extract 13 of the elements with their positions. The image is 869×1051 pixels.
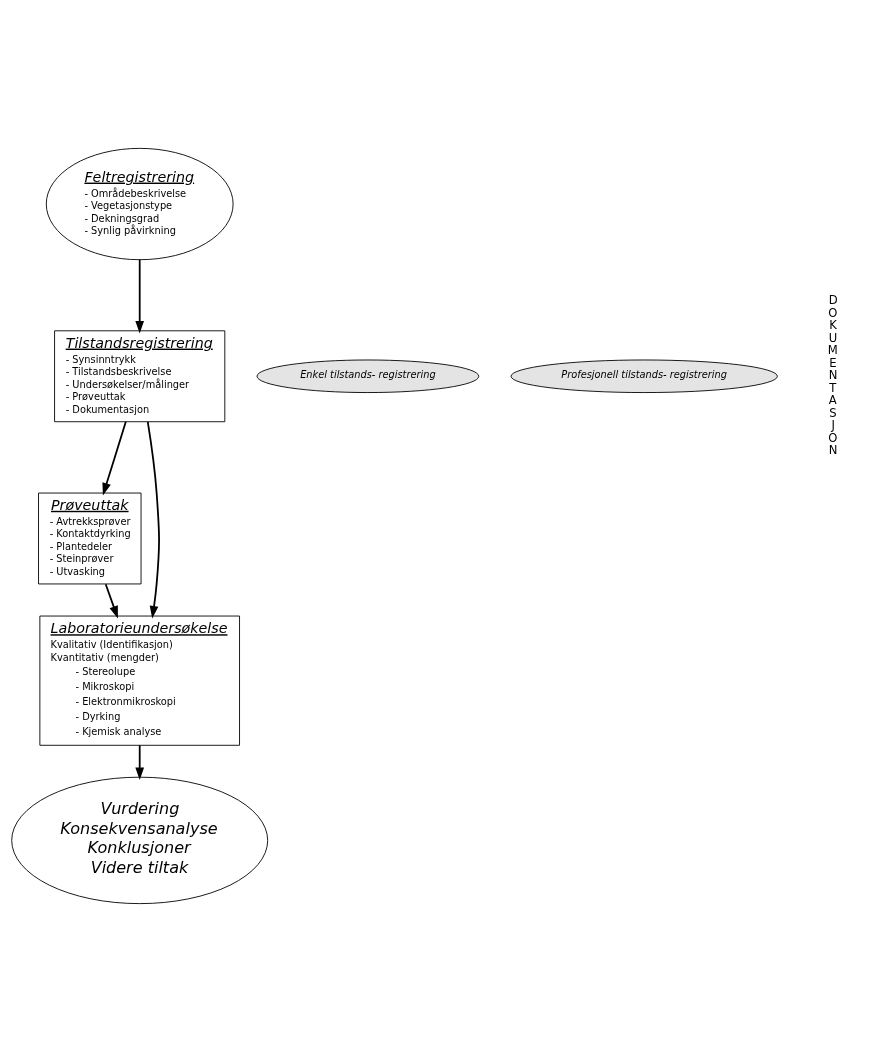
node-box: Prøveuttak - Avtrekksprøver - Kontaktdyrking - Plantedeler - Steinprøver - Utvasking: [38, 492, 142, 584]
arrow: [135, 743, 145, 780]
label: DOKUMENTASJON: [827, 292, 838, 457]
node-box: Tilstandsregistrering - Synsinntrykk - Tilstandsbeskrivelse - Undersøkelser/målinger - Prøveuttak - Dokumentasjon: [54, 329, 226, 422]
node-box: Laboratorieundersøkelse Kvalitativ (Identifikasjon) Kvantitativ (mengder) - Stereolupe - Mikroskopi - Elektronmikroskopi - Dyrking - Kjemisk analyse: [39, 615, 240, 746]
node-ellipse: Feltregistrering - Områdebeskrivelse - Vegetasjonstype - Dekningsgrad - Synlig påvirkning: [45, 147, 234, 260]
arrow: [104, 582, 118, 618]
arrow: [135, 258, 145, 333]
arrow: [102, 420, 127, 495]
node-ellipse: Vurdering Konsekvensanalyse Konklusjoner Videre tiltak: [11, 776, 269, 904]
node-ellipse: Enkel tilstands- registrering: [256, 359, 480, 393]
node-ellipse: Profesjonell tilstands- registrering: [510, 359, 778, 393]
arrow: [146, 420, 160, 618]
